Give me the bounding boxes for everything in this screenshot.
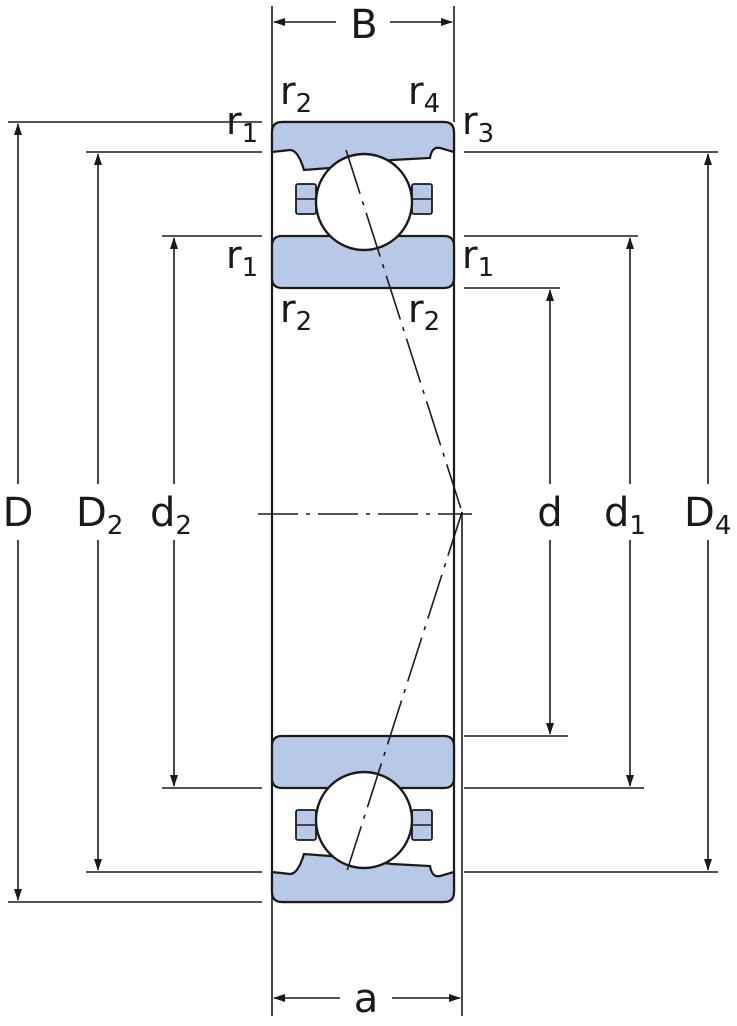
label-r4-top-right: r4 <box>408 69 440 119</box>
label-d2-main: d <box>150 490 175 536</box>
label-r2-inner-right: r2 <box>408 287 440 337</box>
label-d2-sub: 2 <box>175 511 192 541</box>
bottom-ball <box>314 770 414 870</box>
bottom-outer-ring <box>270 852 456 904</box>
label-r1-inner-right: r1 <box>462 233 494 283</box>
label-D2: D2 <box>76 490 123 541</box>
label-d2: d2 <box>150 490 192 541</box>
label-a: a <box>354 976 379 1022</box>
label-D2-main: D <box>76 490 107 536</box>
label-D4-sub: 4 <box>715 511 732 541</box>
label-r3-top-outer-right: r3 <box>462 99 494 149</box>
label-r1-top-outer-left: r1 <box>226 99 258 149</box>
label-d: d <box>537 490 562 536</box>
top-ball <box>314 152 414 252</box>
label-d1-sub: 1 <box>629 511 646 541</box>
label-d1-main: d <box>604 490 629 536</box>
label-D4-main: D <box>684 490 715 536</box>
label-D2-sub: 2 <box>107 511 124 541</box>
label-d1: d1 <box>604 490 646 541</box>
label-D4: D4 <box>684 490 731 541</box>
label-r2-top-left: r2 <box>280 69 312 119</box>
label-B: B <box>350 2 377 48</box>
label-r2-inner-left: r2 <box>280 287 312 337</box>
label-D: D <box>3 490 34 536</box>
label-r1-inner-left: r1 <box>226 233 258 283</box>
